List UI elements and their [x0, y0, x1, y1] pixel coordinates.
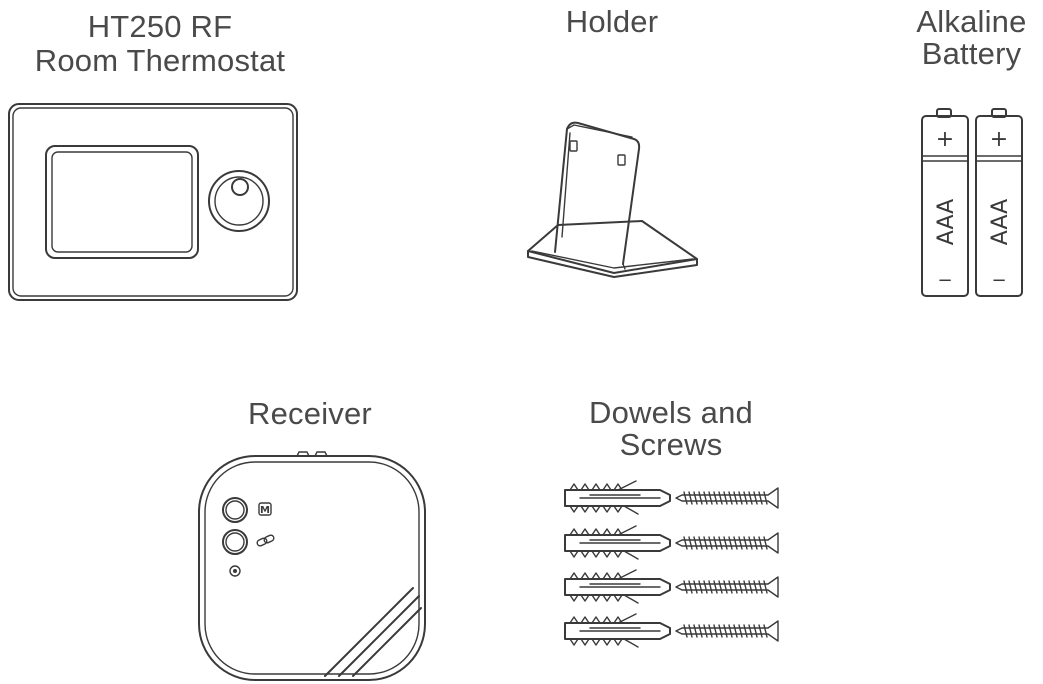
- dowels-label-line1: Dowels and: [589, 395, 753, 430]
- receiver-m-button-icon: [222, 497, 248, 523]
- battery-cell-1: + AAA −: [921, 108, 969, 297]
- battery-label-line2: Battery: [921, 36, 1022, 71]
- receiver-icon: M: [197, 450, 429, 682]
- thermostat-label: HT250 RF Room Thermostat: [10, 10, 310, 78]
- battery-minus-1: −: [937, 270, 952, 291]
- holder-stand-icon: [522, 117, 702, 278]
- receiver-link-button-icon: [222, 529, 248, 555]
- holder-label-line1: Holder: [565, 4, 659, 39]
- dowel-screw-pair: [564, 525, 779, 560]
- battery-label-line1: Alkaline: [916, 4, 1027, 39]
- battery-plus-1: +: [936, 127, 954, 152]
- link-icon: [256, 534, 275, 547]
- receiver-m-label: M: [260, 505, 270, 516]
- receiver-label-line1: Receiver: [248, 396, 372, 431]
- receiver-label: Receiver: [210, 397, 410, 431]
- receiver-led-icon: [229, 565, 241, 577]
- battery-minus-2: −: [991, 270, 1006, 291]
- dowel-screw-pair: [564, 569, 779, 604]
- battery-plus-2: +: [990, 127, 1008, 152]
- dowel-screw-icon: [560, 480, 785, 670]
- holder-label: Holder: [512, 5, 712, 39]
- dowels-label-line2: Screws: [619, 427, 723, 462]
- dowels-label: Dowels and Screws: [560, 396, 782, 462]
- battery-cell-2: + AAA −: [975, 108, 1023, 297]
- dowel-screw-pair: [564, 613, 779, 648]
- battery-aaa-1: AAA: [934, 199, 959, 245]
- thermostat-label-line2: Room Thermostat: [34, 43, 286, 78]
- aaa-battery-icon: + AAA − + AAA −: [918, 106, 1028, 300]
- battery-label: Alkaline Battery: [900, 5, 1043, 71]
- thermostat-icon: [8, 103, 300, 303]
- battery-aaa-2: AAA: [988, 199, 1013, 245]
- dowel-screw-pair: [564, 480, 779, 515]
- thermostat-label-line1: HT250 RF: [87, 9, 233, 44]
